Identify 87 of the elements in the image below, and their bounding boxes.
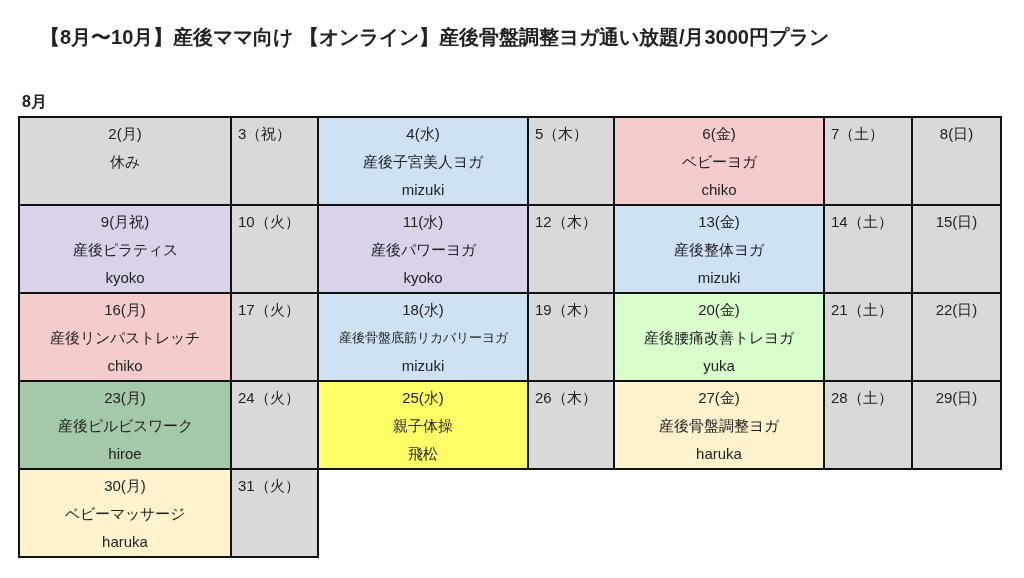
calendar-day-cell	[911, 116, 1002, 206]
calendar-day-cell	[18, 116, 232, 206]
calendar-day-cell	[18, 204, 232, 294]
date-text: 15(日)	[935, 212, 978, 232]
date-text: 28（土）	[831, 388, 893, 408]
calendar-day-cell	[230, 204, 319, 294]
calendar-day-cell	[613, 380, 825, 470]
calendar-day-cell	[317, 380, 529, 470]
calendar-day-cell	[230, 468, 319, 558]
date-text: 21（土）	[831, 300, 893, 320]
instructor-name: kyoko	[105, 268, 145, 288]
calendar-day-cell	[823, 380, 913, 470]
class-name: 産後ピラティス	[72, 240, 178, 260]
calendar-day-cell	[613, 204, 825, 294]
calendar-day-cell	[527, 292, 615, 382]
calendar-day-cell	[230, 292, 319, 382]
class-name: 産後リンパストレッチ	[50, 328, 200, 348]
calendar-day-cell	[527, 116, 615, 206]
class-name: 産後骨盤調整ヨガ	[659, 416, 779, 436]
date-text: 24（火）	[238, 388, 300, 408]
instructor-name: mizuki	[401, 180, 445, 200]
month-heading: 8月	[22, 92, 47, 112]
calendar-day-cell	[18, 292, 232, 382]
date-text: 11(水)	[402, 212, 444, 232]
instructor-name: haruka	[696, 444, 742, 464]
date-text: 29(日)	[935, 388, 978, 408]
calendar-day-cell	[230, 116, 319, 206]
date-text: 20(金)	[698, 300, 740, 320]
calendar-day-cell	[317, 204, 529, 294]
class-name: 産後ピルビスワーク	[57, 416, 193, 436]
instructor-name: kyoko	[403, 268, 443, 288]
calendar-day-cell	[317, 116, 529, 206]
calendar-day-cell	[18, 380, 232, 470]
date-text: 19（木）	[535, 300, 597, 320]
date-text: 17（火）	[238, 300, 300, 320]
instructor-name: 飛松	[408, 444, 438, 464]
class-name: 産後腰痛改善トレヨガ	[644, 328, 794, 348]
calendar-day-cell	[230, 380, 319, 470]
class-name: 産後整体ヨガ	[674, 240, 764, 260]
calendar-day-cell	[911, 204, 1002, 294]
date-text: 23(月)	[104, 388, 146, 408]
date-text: 16(月)	[104, 300, 146, 320]
date-text: 18(水)	[402, 300, 444, 320]
page-title: 【8月〜10月】産後ママ向け 【オンライン】産後骨盤調整ヨガ通い放題/月3000円プラン	[40, 25, 829, 50]
date-text: 31（火）	[238, 476, 300, 496]
date-text: 8(日)	[939, 124, 974, 144]
instructor-name: mizuki	[697, 268, 741, 288]
date-text: 12（木）	[535, 212, 597, 232]
calendar-day-cell	[613, 292, 825, 382]
date-text: 10（火）	[238, 212, 300, 232]
date-text: 22(日)	[935, 300, 978, 320]
calendar-day-cell	[911, 292, 1002, 382]
instructor-name: mizuki	[401, 356, 445, 376]
calendar-day-cell	[823, 292, 913, 382]
date-text: 25(水)	[402, 388, 444, 408]
date-text: 26（木）	[535, 388, 597, 408]
calendar-day-cell	[317, 292, 529, 382]
date-text: 6(金)	[702, 124, 736, 144]
calendar-day-cell	[823, 116, 913, 206]
class-name: ベビーヨガ	[681, 152, 757, 172]
date-text: 27(金)	[698, 388, 740, 408]
date-text: 14（土）	[831, 212, 893, 232]
instructor-name: chiko	[107, 356, 143, 376]
calendar-day-cell	[911, 380, 1002, 470]
date-text: 3（祝）	[238, 124, 292, 144]
calendar-day-cell	[527, 380, 615, 470]
calendar-day-cell	[18, 468, 232, 558]
instructor-name: haruka	[102, 532, 148, 552]
class-name: ベビーマッサージ	[65, 504, 185, 524]
instructor-name: chiko	[701, 180, 737, 200]
date-text: 7（土）	[831, 124, 885, 144]
instructor-name: yuka	[703, 356, 735, 376]
calendar-day-cell	[823, 204, 913, 294]
calendar-day-cell	[613, 116, 825, 206]
date-text: 9(月祝)	[100, 212, 150, 232]
instructor-name: hiroe	[108, 444, 142, 464]
date-text: 13(金)	[698, 212, 740, 232]
date-text: 5（木）	[535, 124, 589, 144]
class-name: 休み	[110, 152, 140, 172]
date-text: 4(水)	[406, 124, 440, 144]
class-name: 産後パワーヨガ	[370, 240, 476, 260]
class-name: 親子体操	[393, 416, 453, 436]
class-name: 産後子宮美人ヨガ	[363, 152, 483, 172]
calendar-day-cell	[527, 204, 615, 294]
date-text: 30(月)	[104, 476, 146, 496]
class-name: 産後骨盤底筋リカバリーヨガ	[338, 330, 508, 347]
date-text: 2(月)	[108, 124, 142, 144]
